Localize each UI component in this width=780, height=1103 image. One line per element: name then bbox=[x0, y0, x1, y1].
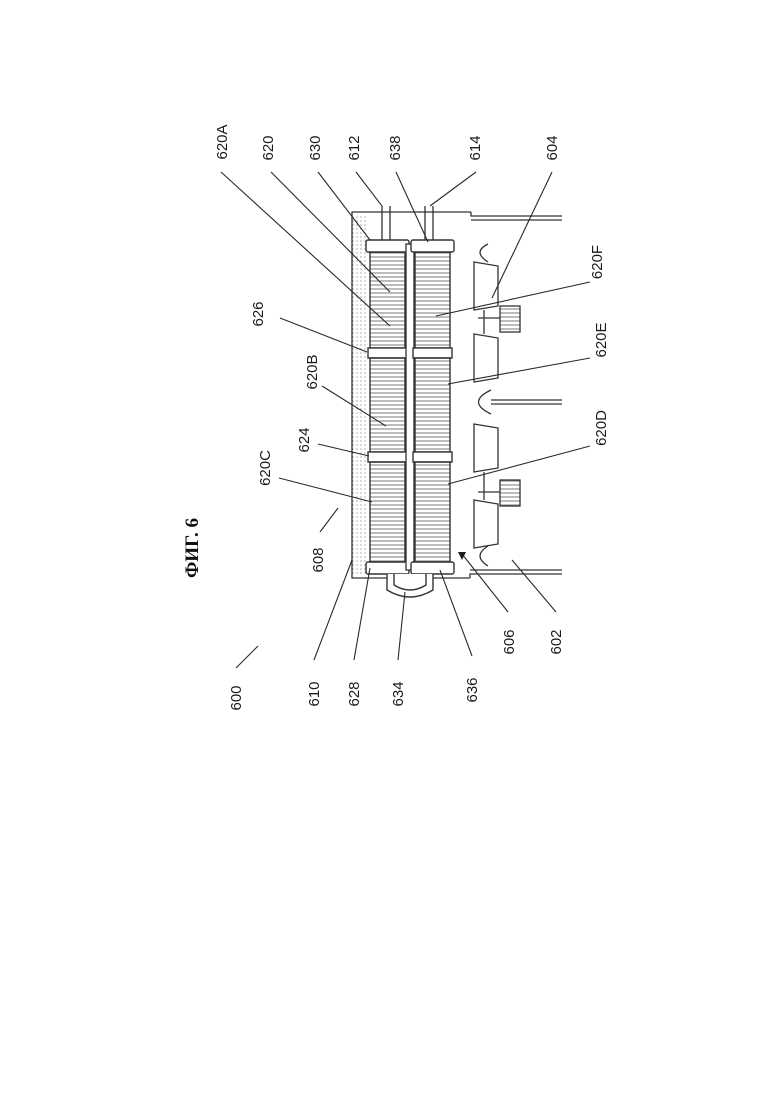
diffuser-4 bbox=[474, 500, 498, 548]
middle-divider-cap bbox=[479, 390, 492, 414]
label-606: 606 bbox=[501, 629, 518, 654]
diffuser-3 bbox=[474, 424, 498, 472]
blower-upper-icon bbox=[500, 306, 520, 332]
end-cap-628 bbox=[366, 562, 409, 574]
air-pipe-upper bbox=[478, 310, 500, 334]
band-626 bbox=[368, 348, 407, 358]
pipe-614 bbox=[425, 206, 433, 240]
label-630: 630 bbox=[307, 135, 324, 160]
top-cap-upper bbox=[480, 244, 488, 262]
band-lower bbox=[413, 452, 452, 462]
label-620d: 620D bbox=[593, 410, 610, 446]
label-620c: 620C bbox=[257, 450, 274, 486]
label-638: 638 bbox=[387, 135, 404, 160]
end-cap-636 bbox=[411, 562, 454, 574]
label-628: 628 bbox=[346, 681, 363, 706]
middle-divider bbox=[491, 400, 562, 404]
end-cap-630 bbox=[366, 240, 409, 252]
blower-lower-icon bbox=[500, 480, 520, 506]
arrow-606-icon bbox=[458, 552, 466, 560]
label-624: 624 bbox=[296, 427, 313, 452]
module-620d bbox=[415, 462, 450, 562]
module-620b bbox=[370, 358, 405, 452]
pipe-612 bbox=[382, 206, 390, 240]
label-634: 634 bbox=[390, 681, 407, 706]
label-608: 608 bbox=[310, 547, 327, 572]
label-620b: 620B bbox=[304, 354, 321, 389]
band-upper bbox=[413, 348, 452, 358]
wall-604 bbox=[471, 212, 562, 220]
label-614: 614 bbox=[467, 135, 484, 160]
label-620a: 620A bbox=[214, 124, 231, 159]
label-626: 626 bbox=[250, 301, 267, 326]
liquid-layer bbox=[352, 216, 368, 576]
label-600: 600 bbox=[228, 685, 245, 710]
label-612: 612 bbox=[346, 135, 363, 160]
air-pipe-lower bbox=[478, 472, 500, 500]
band-624 bbox=[368, 452, 407, 462]
module-620e bbox=[415, 358, 450, 452]
wall-602 bbox=[470, 570, 562, 578]
label-602: 602 bbox=[548, 629, 565, 654]
figure-title: ФИГ. 6 bbox=[182, 518, 203, 578]
lower-module-row bbox=[411, 240, 454, 574]
aeration-assembly bbox=[470, 212, 562, 578]
module-620f bbox=[415, 252, 450, 348]
end-cap-638 bbox=[411, 240, 454, 252]
diffuser-2 bbox=[474, 334, 498, 382]
u-bend-634 bbox=[387, 574, 433, 597]
central-tie-rod bbox=[406, 244, 414, 570]
label-620: 620 bbox=[260, 135, 277, 160]
label-620f: 620F bbox=[589, 245, 606, 279]
label-610: 610 bbox=[306, 681, 323, 706]
module-620c bbox=[370, 462, 405, 562]
label-620e: 620E bbox=[593, 322, 610, 357]
label-604: 604 bbox=[544, 135, 561, 160]
label-636: 636 bbox=[464, 677, 481, 702]
top-cap-lower bbox=[480, 546, 488, 566]
module-620a bbox=[370, 252, 405, 348]
